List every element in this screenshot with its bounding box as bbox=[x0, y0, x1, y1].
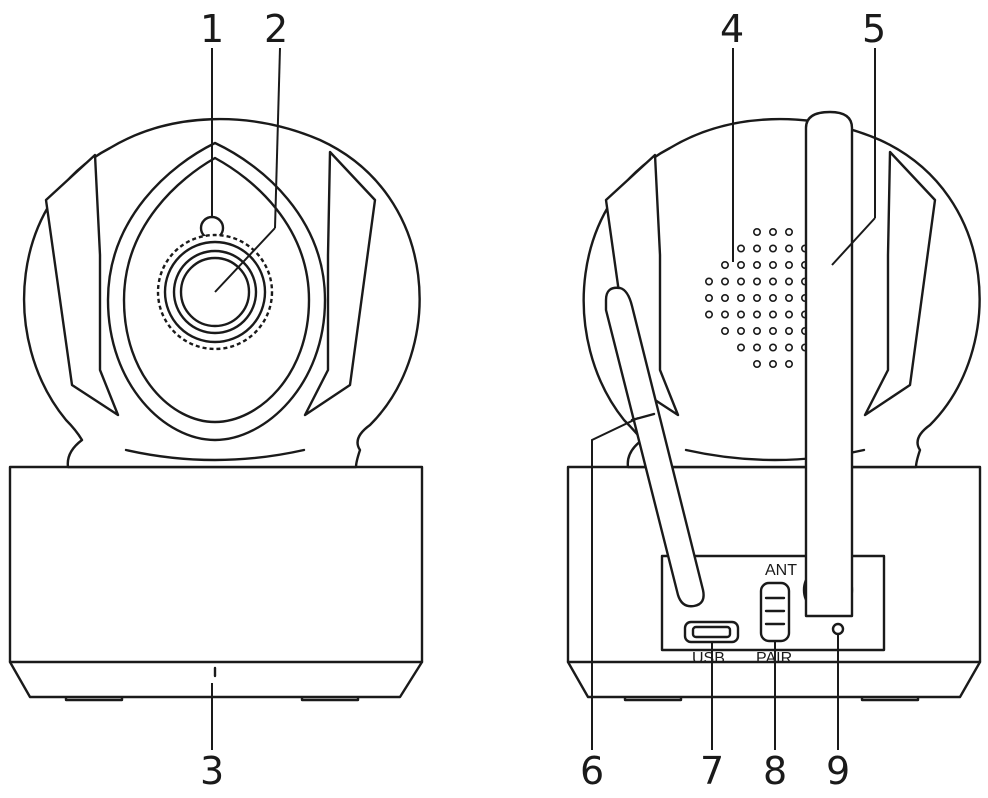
speaker-hole bbox=[784, 293, 793, 302]
speaker-hole bbox=[752, 293, 761, 302]
speaker-hole bbox=[720, 293, 729, 302]
speaker-hole bbox=[752, 244, 761, 253]
speaker-hole bbox=[736, 244, 745, 253]
speaker-hole bbox=[768, 244, 777, 253]
speaker-hole bbox=[784, 277, 793, 286]
speaker-hole bbox=[752, 310, 761, 319]
speaker-hole bbox=[736, 260, 745, 269]
speaker-hole bbox=[768, 310, 777, 319]
speaker-hole bbox=[768, 277, 777, 286]
usb-label: USB bbox=[692, 650, 725, 667]
front-neck bbox=[124, 448, 306, 462]
main-antenna bbox=[804, 110, 854, 618]
callout-1: 1 bbox=[200, 7, 224, 51]
speaker-hole bbox=[720, 310, 729, 319]
speaker-hole bbox=[752, 326, 761, 335]
speaker-hole bbox=[784, 228, 793, 237]
speaker-hole bbox=[768, 359, 777, 368]
speaker-hole bbox=[784, 343, 793, 352]
front-view bbox=[8, 117, 424, 702]
speaker-hole bbox=[736, 293, 745, 302]
leader-lines bbox=[211, 47, 876, 750]
speaker-hole bbox=[784, 260, 793, 269]
speaker-hole bbox=[752, 260, 761, 269]
callout-numbers: 1 2 3 4 5 6 7 8 9 bbox=[200, 7, 886, 793]
speaker-hole bbox=[768, 343, 777, 352]
callout-5: 5 bbox=[862, 7, 886, 51]
status-led bbox=[831, 622, 845, 636]
speaker-hole bbox=[704, 293, 713, 302]
callout-3: 3 bbox=[200, 749, 224, 793]
callout-2: 2 bbox=[264, 7, 288, 51]
speaker-hole bbox=[736, 277, 745, 286]
front-arm-right bbox=[303, 150, 377, 417]
wire-antenna bbox=[604, 286, 705, 608]
front-arm-left bbox=[44, 153, 120, 417]
callout-4: 4 bbox=[720, 7, 744, 51]
speaker-hole bbox=[704, 277, 713, 286]
speaker-hole bbox=[768, 326, 777, 335]
speaker-hole bbox=[736, 343, 745, 352]
speaker-hole bbox=[736, 326, 745, 335]
speaker-hole bbox=[784, 359, 793, 368]
callout-8: 8 bbox=[763, 749, 787, 793]
speaker-hole bbox=[736, 310, 745, 319]
leader-5b bbox=[831, 217, 876, 266]
speaker-hole bbox=[752, 359, 761, 368]
leader-2b bbox=[214, 227, 276, 293]
callout-6: 6 bbox=[580, 749, 604, 793]
leader-2 bbox=[274, 47, 281, 229]
back-view: ANT USB PAIR bbox=[566, 110, 982, 702]
speaker-hole bbox=[768, 228, 777, 237]
callout-7: 7 bbox=[700, 749, 724, 793]
speaker-hole bbox=[784, 310, 793, 319]
speaker-hole bbox=[720, 326, 729, 335]
speaker-hole bbox=[704, 310, 713, 319]
speaker-hole bbox=[784, 326, 793, 335]
callout-9: 9 bbox=[826, 749, 850, 793]
ant-label: ANT bbox=[765, 562, 797, 579]
speaker-hole bbox=[720, 260, 729, 269]
speaker-hole bbox=[752, 228, 761, 237]
speaker-hole bbox=[784, 244, 793, 253]
speaker-hole bbox=[752, 343, 761, 352]
usb-port-inner bbox=[691, 625, 732, 639]
speaker-hole bbox=[768, 293, 777, 302]
back-arm-right bbox=[863, 150, 937, 417]
leader-6 bbox=[591, 417, 639, 750]
back-head bbox=[582, 117, 981, 469]
speaker-hole bbox=[752, 277, 761, 286]
speaker-hole bbox=[720, 277, 729, 286]
speaker-hole bbox=[768, 260, 777, 269]
